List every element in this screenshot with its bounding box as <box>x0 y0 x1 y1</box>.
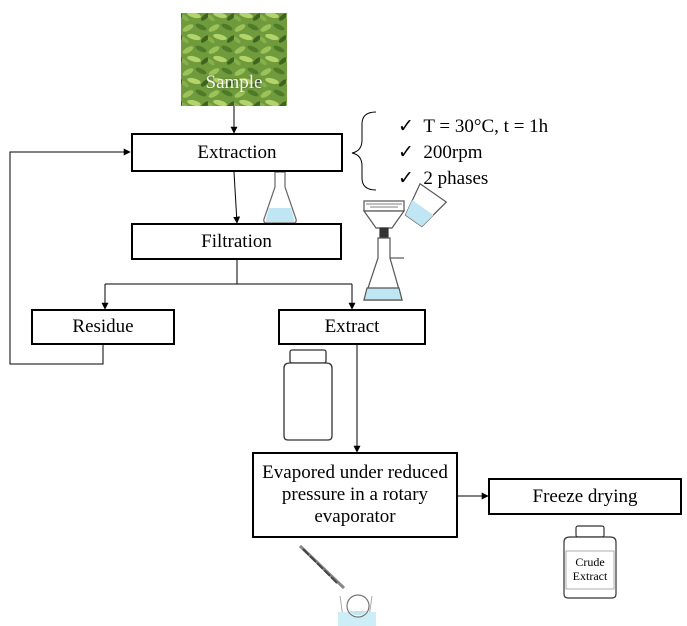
line-filtration-split <box>105 260 238 285</box>
sample-image <box>181 13 287 106</box>
extraction-box: Extraction <box>131 133 343 172</box>
extract-box: Extract <box>278 309 426 345</box>
beaker-pour-icon <box>404 182 448 228</box>
extraction-label: Extraction <box>197 141 277 163</box>
check-icon: ✓ <box>398 142 414 163</box>
evaporation-label: Evapored under reduced pressure in a rot… <box>262 462 448 527</box>
condition-temperature-time: ✓ T = 30°C, t = 1h <box>398 115 548 138</box>
buchner-filtration-icon <box>362 200 406 301</box>
filtration-box: Filtration <box>131 223 342 260</box>
residue-label: Residue <box>72 316 134 338</box>
connectors <box>9 106 489 500</box>
crude-extract-bottle-icon <box>563 525 617 599</box>
filtration-label: Filtration <box>201 230 272 252</box>
erlenmeyer-flask-icon <box>263 170 297 224</box>
crude-extract-label: Crude Extract <box>572 555 608 584</box>
sample-label: Sample <box>205 72 263 93</box>
condition-label: 200rpm <box>423 142 483 163</box>
check-icon: ✓ <box>398 116 414 137</box>
condition-speed: ✓ 200rpm <box>398 141 483 164</box>
freeze-drying-label: Freeze drying <box>532 485 638 507</box>
condition-label: 2 phases <box>423 168 489 189</box>
rotary-evaporator-icon <box>298 544 376 626</box>
conditions-brace <box>351 111 377 191</box>
check-icon: ✓ <box>398 168 414 189</box>
evaporation-box: Evapored under reduced pressure in a rot… <box>252 452 458 538</box>
condition-label: T = 30°C, t = 1h <box>423 116 549 137</box>
loop-residue-to-extraction <box>9 148 131 365</box>
freeze-drying-box: Freeze drying <box>488 478 682 515</box>
extract-label: Extract <box>324 316 380 338</box>
extract-bottle-icon <box>283 349 333 441</box>
condition-phases: ✓ 2 phases <box>398 167 488 190</box>
residue-box: Residue <box>31 309 175 345</box>
arrow-extraction-to-filtration <box>233 171 241 224</box>
